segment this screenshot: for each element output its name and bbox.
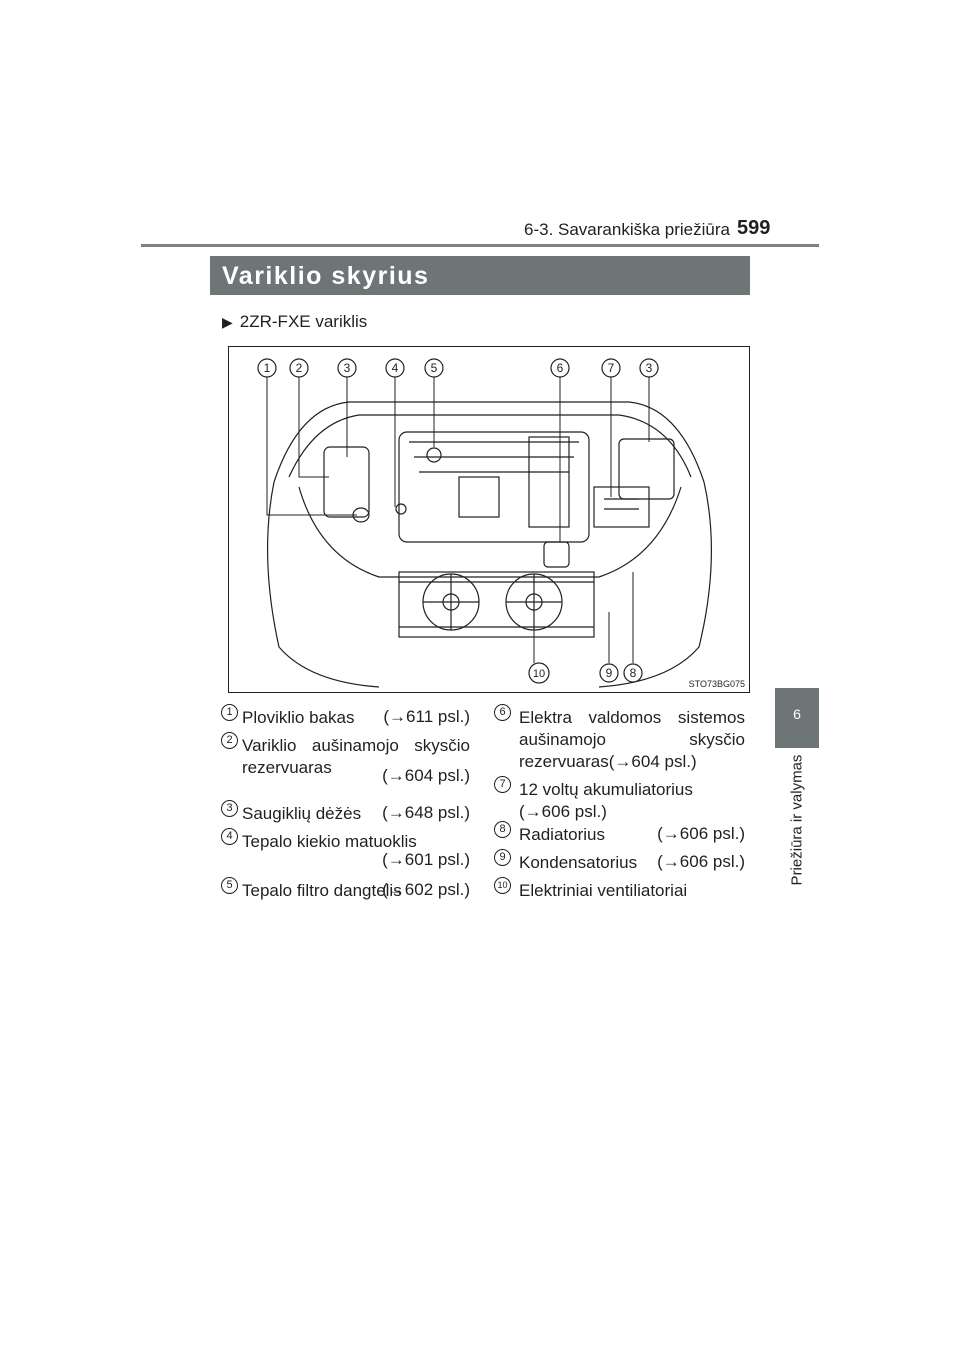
legend-item-text: 12 voltų akumuliatorius (→606 psl.) xyxy=(519,780,693,821)
callout-3: 3 xyxy=(344,361,351,375)
callout-3b: 3 xyxy=(646,361,653,375)
legend-item-text: Ploviklio bakas xyxy=(242,708,355,727)
legend-number: 7 xyxy=(494,776,511,793)
legend-number: 2 xyxy=(221,732,238,749)
legend-number: 3 xyxy=(221,800,238,817)
header-divider xyxy=(141,244,819,247)
triangle-bullet-icon: ▶ xyxy=(222,314,233,330)
legend-item-ref: (→606 psl.) xyxy=(657,852,745,871)
legend-item-text: Variklio aušinamojo skysčio rezervuaras xyxy=(242,736,470,777)
legend-number: 9 xyxy=(494,849,511,866)
callout-7: 7 xyxy=(608,361,615,375)
legend-number: 4 xyxy=(221,828,238,845)
legend-number: 8 xyxy=(494,821,511,838)
legend-item-text: Tepalo kiekio matuoklis xyxy=(242,832,417,851)
legend-item-ref: (→606 psl.) xyxy=(657,824,745,843)
legend-item-text: Elektra valdomos sistemos aušinamojo sky… xyxy=(519,708,745,771)
subtitle-text: 2ZR-FXE variklis xyxy=(239,312,368,331)
callout-8: 8 xyxy=(630,666,637,680)
legend-number: 5 xyxy=(221,877,238,894)
legend-item-ref: (→648 psl.) xyxy=(382,803,470,822)
legend-number: 6 xyxy=(494,704,511,721)
legend-number: 1 xyxy=(221,704,238,721)
legend-item-text: Elektriniai ventiliatoriai xyxy=(519,881,688,900)
chapter-number: 6 xyxy=(793,706,801,722)
title-bar: Variklio skyrius xyxy=(210,256,750,295)
legend-number: 10 xyxy=(494,877,511,894)
callout-1: 1 xyxy=(264,361,271,375)
subtitle: ▶ 2ZR-FXE variklis xyxy=(222,312,367,332)
legend-item-ref: (→602 psl.) xyxy=(382,880,470,899)
legend-item-text: Tepalo filtro dangtelis xyxy=(242,881,402,900)
callout-6: 6 xyxy=(557,361,564,375)
callout-5: 5 xyxy=(431,361,438,375)
figure-callout-labels: 1 2 3 4 5 6 7 3 10 9 8 xyxy=(264,361,653,680)
figure-code: STO73BG075 xyxy=(688,679,745,689)
page-number: 599 xyxy=(737,217,771,239)
engine-compartment-figure: 1 2 3 4 5 6 7 3 10 9 8 STO73BG075 xyxy=(228,346,750,693)
section-heading: 6-3. Savarankiška priežiūra xyxy=(524,220,730,239)
legend-item-ref: (→604 psl.) xyxy=(382,766,470,785)
chapter-tab: 6 xyxy=(775,688,819,748)
legend-item-ref: (→601 psl.) xyxy=(382,850,470,869)
legend-item-text: Radiatorius xyxy=(519,825,605,844)
legend-item-text: Saugiklių dėžės xyxy=(242,804,362,823)
legend-item-text: Kondensatorius xyxy=(519,853,638,872)
callout-9: 9 xyxy=(606,666,613,680)
callout-4: 4 xyxy=(392,361,399,375)
page-title: Variklio skyrius xyxy=(222,262,430,290)
chapter-label: Priežiūra ir valymas xyxy=(788,754,806,886)
callout-2: 2 xyxy=(296,361,303,375)
legend-item-ref: (→611 psl.) xyxy=(383,707,470,726)
callout-10: 10 xyxy=(533,668,545,680)
engine-illustration: 1 2 3 4 5 6 7 3 10 9 8 xyxy=(257,358,712,688)
